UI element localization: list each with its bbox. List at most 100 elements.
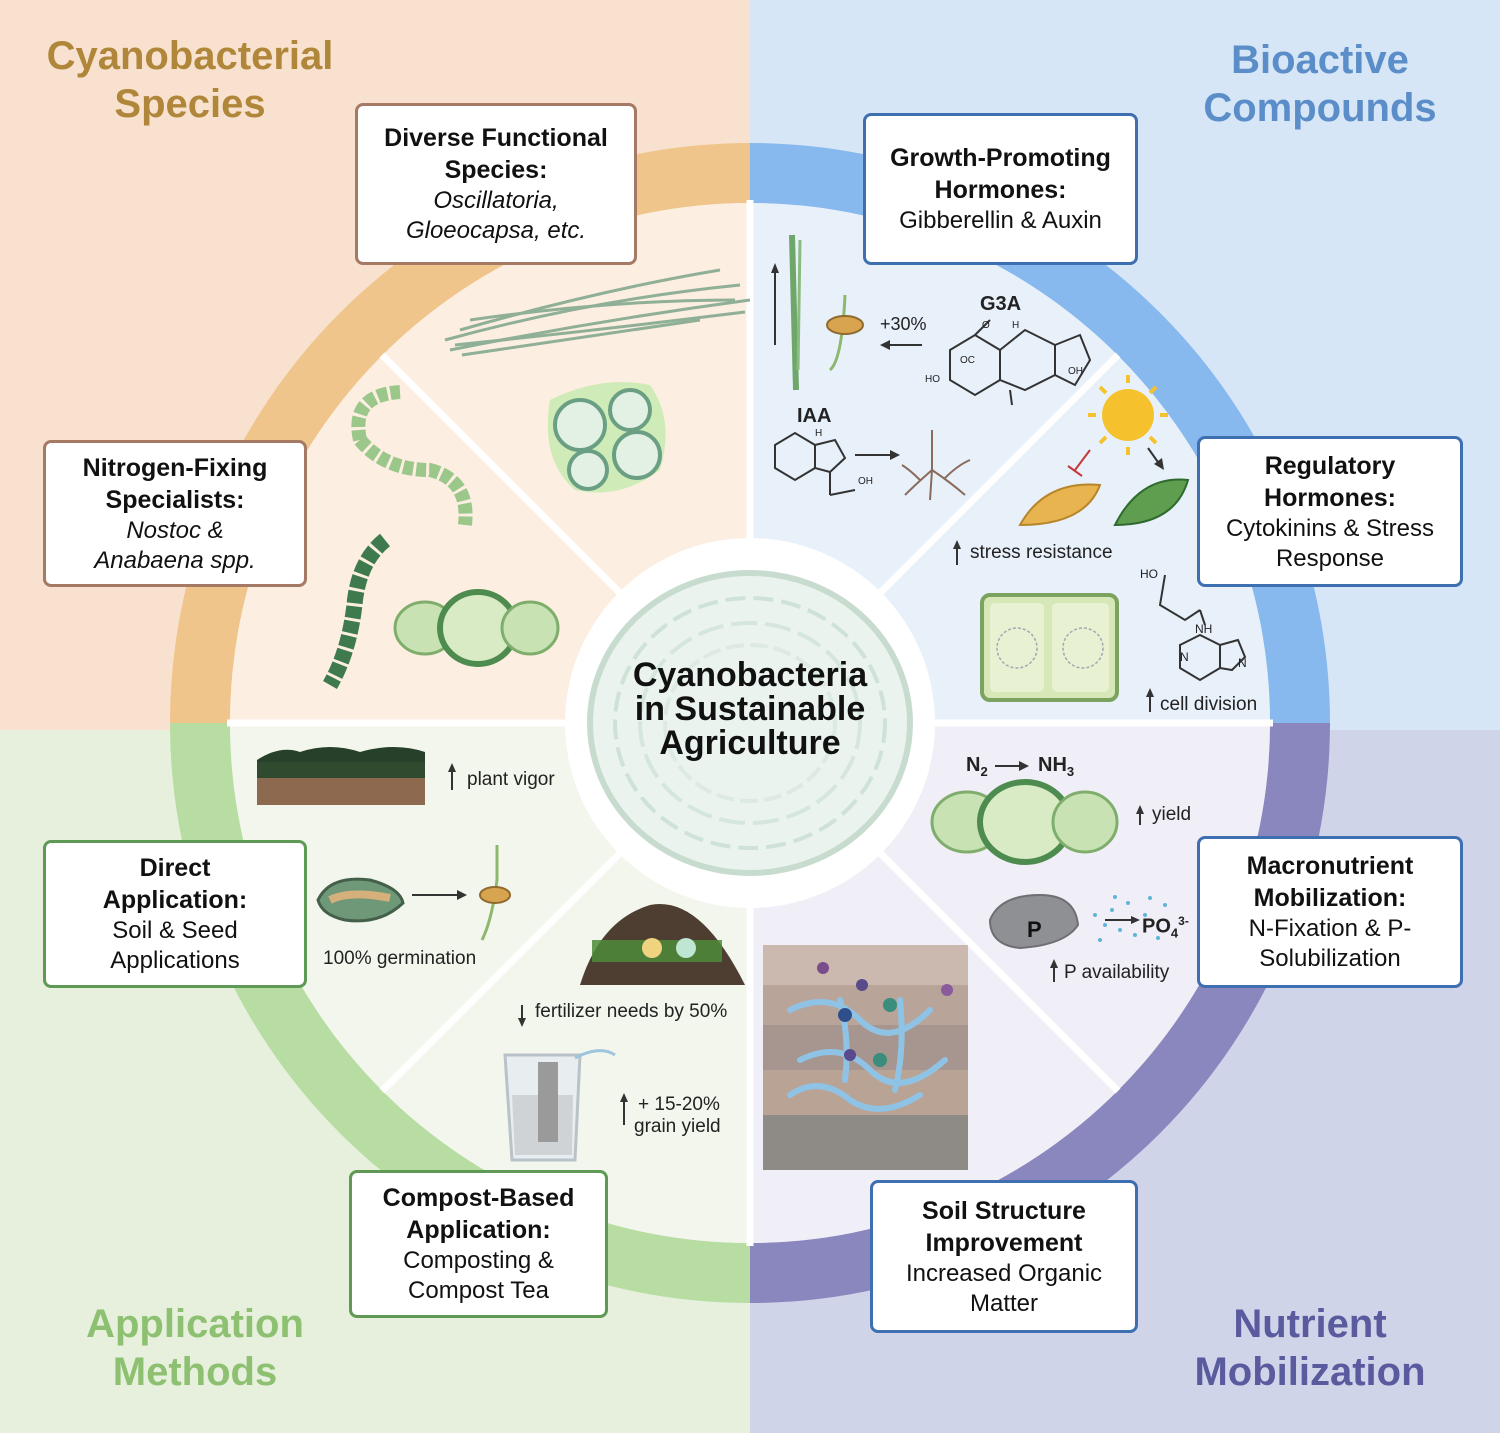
card-body: Nostoc & (126, 516, 224, 544)
p-label: P (1027, 917, 1042, 942)
card-title: Direct (139, 854, 211, 882)
compost-pile (580, 904, 745, 985)
atom-oh-label: OH (1068, 366, 1083, 377)
card-soil-structure: Soil Structure Improvement Increased Org… (870, 1180, 1138, 1333)
quadrant-title-line: Bioactive (1231, 38, 1409, 82)
oscillatoria-filaments (444, 268, 751, 357)
grass-blades (771, 234, 802, 391)
po4-subscript: 4 (1170, 925, 1179, 941)
card-title: Soil Structure (922, 1196, 1086, 1225)
card-body: Soil & Seed (112, 917, 238, 944)
soil-layer-mat (257, 747, 425, 805)
card-title: Application: (406, 1216, 551, 1244)
atom-n-label: N (1180, 650, 1189, 664)
card-title: Specialists: (105, 485, 245, 514)
inhibit-line (1074, 449, 1091, 471)
card-compost-application: Compost-Based Application: Composting & … (349, 1170, 608, 1318)
card-title: Mobilization: (1253, 884, 1407, 912)
card-title: Species: (444, 156, 548, 184)
nh3-label: NH3 (1038, 754, 1074, 779)
heterocyst-nutrient (930, 779, 1119, 865)
fertilizer-label: fertilizer needs by 50% (535, 1001, 728, 1022)
card-body: Composting & (403, 1247, 554, 1274)
compost-tea-beaker (503, 1049, 616, 1162)
iaa-structure (774, 431, 856, 496)
card-body: Response (1275, 544, 1385, 572)
card-nitrogen-fixing: Nitrogen-Fixing Specialists: Nostoc & An… (43, 440, 307, 587)
heterocyst-cell (393, 589, 560, 667)
anabaena-chain (351, 385, 473, 526)
card-body: Solubilization (1259, 945, 1401, 972)
quadrant-title-line: Application (86, 1302, 304, 1346)
sun-icon (1088, 375, 1168, 455)
card-body: Gloeocapsa, etc. (405, 217, 587, 244)
card-title: Diverse Functional (384, 124, 608, 152)
card-title: Application: (102, 886, 248, 914)
n2-label: N2 (966, 754, 988, 779)
nh3-subscript: 3 (1066, 764, 1075, 779)
card-macronutrient: Macronutrient Mobilization: N-Fixation &… (1197, 836, 1463, 988)
center-title-line: in Sustainable (634, 690, 866, 728)
center-title: Cyanobacteria in Sustainable Agriculture (600, 658, 900, 760)
quadrant-title-line: Mobilization (1194, 1350, 1426, 1394)
dividing-cell (980, 593, 1119, 702)
germinating-seed (826, 294, 864, 372)
germination-label: 100% germination (323, 948, 477, 969)
card-body: Cytokinins & Stress (1225, 514, 1435, 542)
quadrant-title-species: Cyanobacterial Species (30, 32, 350, 128)
atom-h-label: H (1012, 320, 1020, 331)
gloeocapsa-colony (547, 382, 666, 493)
dry-leaf-icon (1018, 483, 1102, 527)
card-title: Macronutrient (1246, 852, 1414, 880)
healthy-leaf-icon (1113, 478, 1190, 527)
p-availability-label: P availability (1064, 962, 1170, 983)
po4-text: PO (1142, 915, 1171, 938)
card-growth-hormones: Growth-Promoting Hormones: Gibberellin &… (863, 113, 1138, 265)
card-regulatory-hormones: Regulatory Hormones: Cytokinins & Stress… (1197, 436, 1463, 587)
card-body: Compost Tea (408, 1277, 549, 1304)
stress-resistance-label: stress resistance (970, 542, 1113, 563)
card-title: Hormones: (934, 176, 1067, 204)
quadrant-title-line: Nutrient (1233, 1302, 1387, 1346)
po4-label: PO43- (1142, 914, 1189, 941)
atom-ho-label: HO (1140, 567, 1158, 581)
grain-yield-label: grain yield (634, 1116, 721, 1137)
card-body: Applications (110, 947, 240, 974)
grain-yield-percent-label: + 15-20% (638, 1094, 720, 1115)
po4-superscript: 3- (1178, 914, 1189, 928)
quadrant-title-line: Methods (112, 1350, 278, 1394)
atom-ho-label: HO (925, 374, 940, 385)
card-title: Improvement (925, 1228, 1083, 1257)
card-body: N-Fixation & P- (1248, 915, 1412, 942)
atom-oc-label: OC (960, 355, 975, 366)
n2-subscript: 2 (980, 764, 988, 779)
yield-label: yield (1152, 804, 1192, 825)
nh3-text: NH (1038, 754, 1067, 776)
quadrant-title-line: Species (114, 82, 266, 126)
quadrant-title-bioactive: Bioactive Compounds (1160, 36, 1480, 132)
card-title: Hormones: (1264, 483, 1396, 512)
center-title-line: Cyanobacteria (632, 656, 868, 694)
plus30-label: +30% (880, 314, 927, 334)
atom-h-label: H (815, 428, 823, 439)
card-title: Regulatory (1264, 451, 1396, 480)
nostoc-chain (322, 533, 391, 689)
soil-profile (763, 945, 968, 1170)
card-title: Growth-Promoting (890, 144, 1111, 172)
g3a-label: G3A (980, 293, 1022, 315)
card-diverse-species: Diverse Functional Species: Oscillatoria… (355, 103, 637, 265)
iaa-label: IAA (797, 405, 832, 427)
cell-division-label: cell division (1160, 694, 1258, 715)
center-title-line: Agriculture (659, 724, 841, 762)
card-direct-application: Direct Application: Soil & Seed Applicat… (43, 840, 307, 988)
phosphate-dots (1093, 895, 1167, 942)
phosphate-rock (988, 893, 1080, 950)
gibberellin-structure (949, 319, 1092, 406)
quadrant-title-application: Application Methods (40, 1300, 350, 1396)
card-title: Compost-Based (382, 1184, 575, 1212)
card-body: Matter (969, 1289, 1038, 1317)
cytokinin-structure (1158, 574, 1247, 682)
atom-n-label: N (1238, 656, 1247, 670)
atom-nh-label: NH (1195, 622, 1213, 636)
